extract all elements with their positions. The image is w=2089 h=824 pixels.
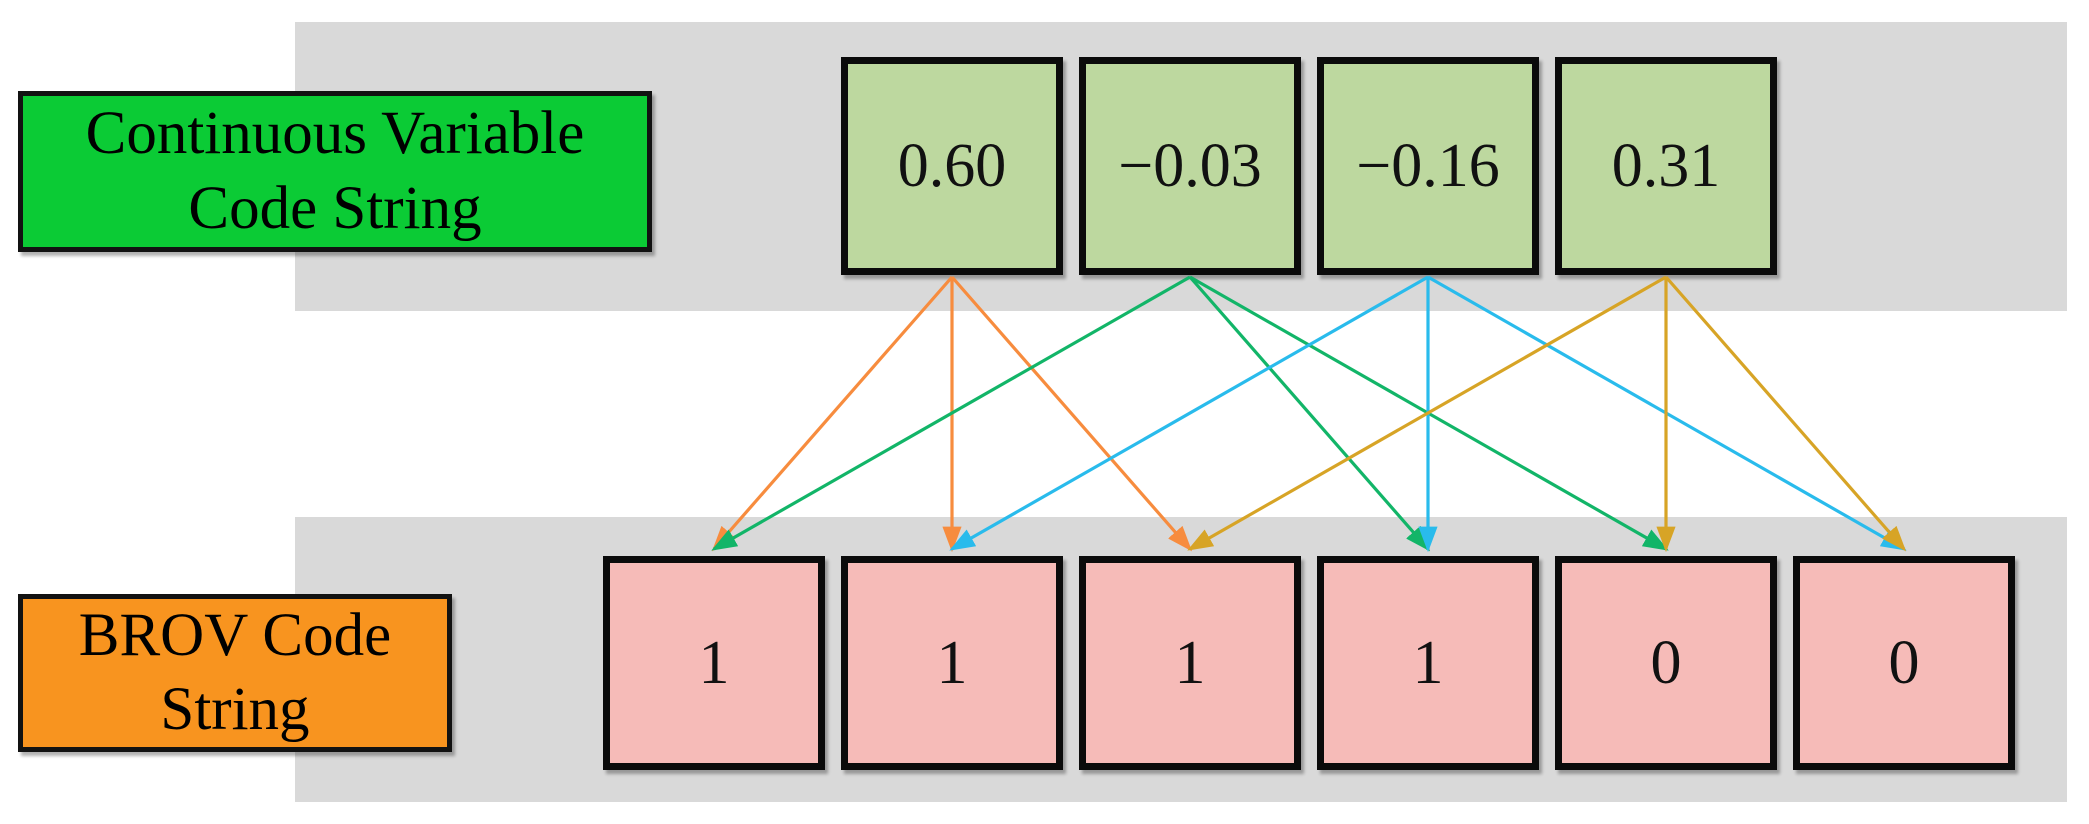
brov-box-4: 1 — [1317, 556, 1539, 770]
continuous-label-line2: Code String — [188, 174, 482, 242]
arrow-continuous3-to-brov6 — [1427, 275, 1907, 551]
brov-label-line2: String — [160, 676, 310, 743]
arrow-continuous2-to-brov5 — [1189, 275, 1669, 551]
brov-label-box: BROV Code String — [18, 594, 452, 752]
brov-box-6: 0 — [1793, 556, 2015, 770]
brov-label-line1: BROV Code — [78, 601, 392, 669]
continuous-box-2: −0.03 — [1079, 57, 1301, 275]
brov-box-2: 1 — [841, 556, 1063, 770]
continuous-variable-label-box: Continuous Variable Code String — [18, 91, 652, 252]
brov-box-5: 0 — [1555, 556, 1777, 770]
continuous-box-4: 0.31 — [1555, 57, 1777, 275]
arrow-continuous3-to-brov2 — [949, 275, 1429, 551]
brov-box-3: 1 — [1079, 556, 1301, 770]
arrow-continuous4-to-brov6 — [1664, 275, 1907, 552]
arrow-continuous2-to-brov1 — [711, 275, 1191, 551]
continuous-label-line1: Continuous Variable — [85, 100, 585, 168]
arrow-continuous1-to-brov1 — [711, 275, 954, 552]
brov-box-1: 1 — [603, 556, 825, 770]
arrow-continuous2-to-brov4 — [1188, 275, 1431, 552]
arrow-continuous4-to-brov3 — [1187, 275, 1667, 551]
continuous-box-3: −0.16 — [1317, 57, 1539, 275]
continuous-box-1: 0.60 — [841, 57, 1063, 275]
arrow-continuous1-to-brov3 — [950, 275, 1193, 552]
